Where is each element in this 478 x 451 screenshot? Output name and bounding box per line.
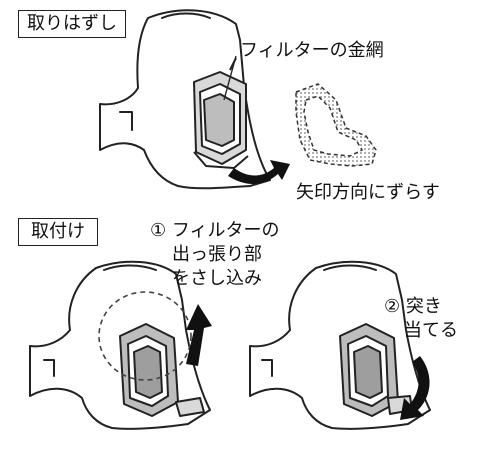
filter-step2: [339, 323, 413, 417]
press-arrow-curved: [400, 356, 430, 420]
insert-arrow-up: [186, 304, 212, 366]
attach-title: 取付け: [31, 221, 85, 242]
step1-line-1: ① フィルターの: [150, 220, 280, 241]
step2-line-2: 当てる: [404, 320, 458, 341]
attach-title-box: 取付け: [18, 218, 98, 246]
slide-arrow-top: [228, 160, 290, 184]
step2-line-1: ② 突き: [384, 296, 442, 317]
filter-mesh-top: [193, 57, 249, 169]
insertion-highlight-circle: [98, 291, 192, 381]
removal-title-box: 取りはずし: [18, 10, 126, 38]
filter-mesh-leader: [223, 55, 237, 101]
step1-line-2: 出っ張り部: [172, 244, 262, 265]
slide-direction-label: 矢印方向にずらす: [296, 182, 440, 203]
removed-filter-mesh: [295, 83, 377, 167]
step1-line-3: をさし込み: [172, 268, 262, 289]
removal-title: 取りはずし: [27, 13, 117, 34]
filter-step1: [119, 323, 205, 417]
filter-mesh-label: フィルターの金網: [240, 40, 384, 61]
